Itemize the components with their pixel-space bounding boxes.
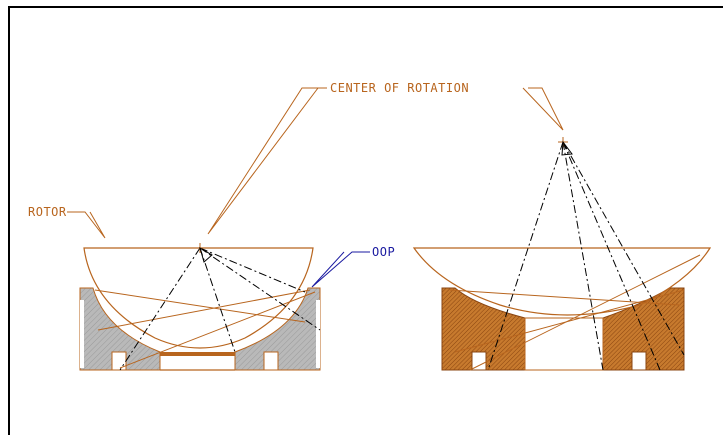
left-strut-2 [97, 289, 311, 331]
left-axis-line-3 [199, 247, 306, 293]
right-housing-slot-b [631, 351, 647, 371]
center-of-rotation-leader-right [522, 87, 564, 131]
left-strut-1 [94, 289, 306, 323]
right-rotor-bowl [412, 247, 712, 316]
right-rotation-triangle [561, 140, 573, 156]
oop-label: OOP [372, 245, 395, 259]
left-housing-gray-left [79, 287, 161, 371]
right-strut-1 [449, 289, 681, 306]
left-axis-line-2 [199, 247, 236, 353]
left-rotation-triangle [199, 246, 213, 263]
left-housing-slot-b [263, 351, 279, 371]
left-housing-notch-a [80, 300, 84, 368]
left-rotor-bowl [83, 247, 314, 349]
right-axis-line-3 [562, 141, 661, 371]
right-axis-line-2 [562, 141, 604, 371]
right-rotor-assembly [412, 137, 712, 371]
center-of-rotation-label: CENTER OF ROTATION [330, 81, 469, 95]
right-strut-3 [454, 289, 685, 353]
right-housing-slot-a [471, 351, 487, 371]
drawing-border [8, 6, 723, 435]
right-center-opening [524, 317, 604, 371]
rotor-leader [67, 211, 106, 239]
oop-leader [311, 251, 370, 288]
center-of-rotation-leader-left [207, 87, 327, 235]
right-strut-2 [469, 254, 701, 371]
left-housing-notch-b [316, 300, 320, 368]
rotor-label: ROTOR [28, 205, 67, 219]
left-housing-slot-a [111, 351, 127, 371]
left-rotor-assembly [79, 243, 321, 371]
right-axis-line-4 [562, 141, 685, 356]
left-axis-line-4 [199, 247, 321, 331]
left-floor-plate [160, 352, 235, 356]
